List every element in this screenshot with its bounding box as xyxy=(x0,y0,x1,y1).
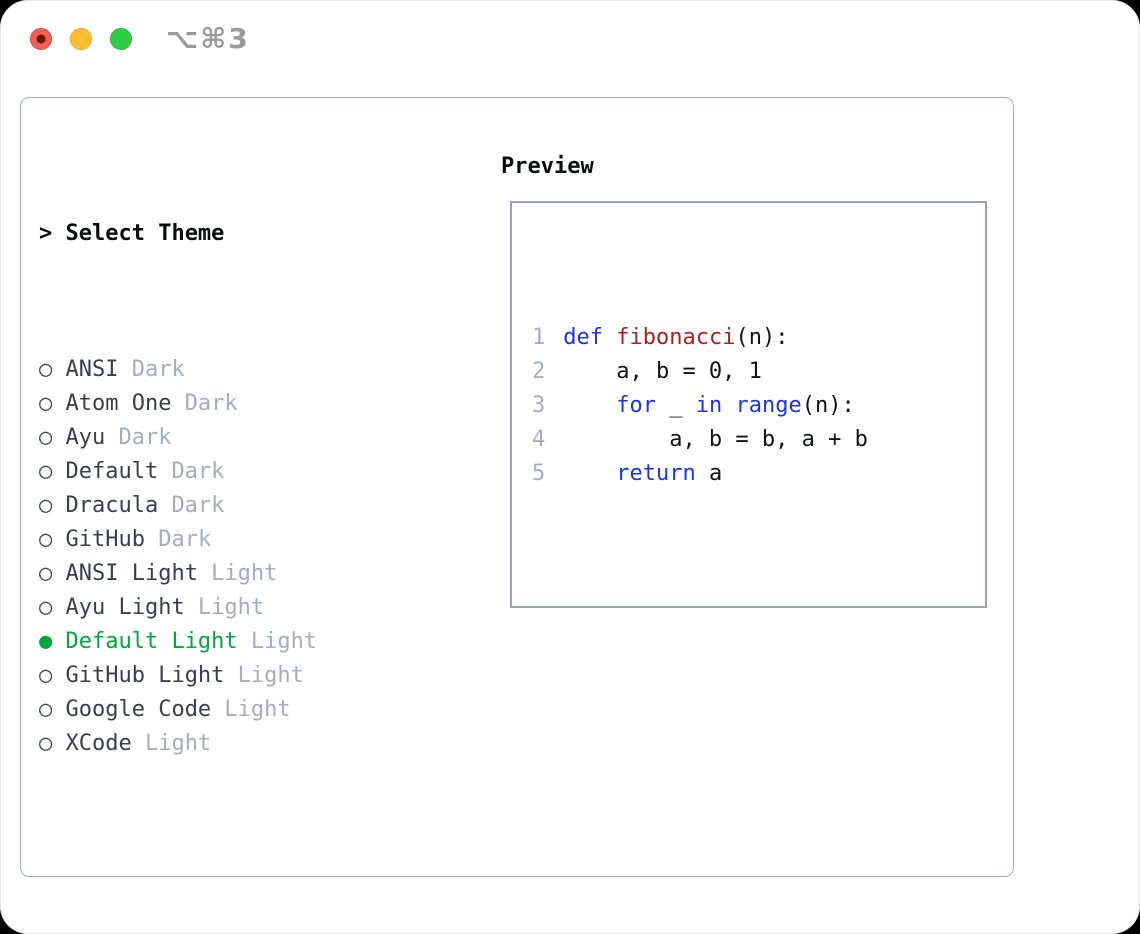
radio-icon: ○ xyxy=(39,731,53,756)
code-token: range xyxy=(735,393,802,418)
code-token: a xyxy=(695,461,723,486)
theme-name: Ayu Light xyxy=(65,595,185,620)
radio-icon: ○ xyxy=(39,425,53,450)
cursor-icon: > xyxy=(39,221,53,246)
line-number: 2 xyxy=(532,359,546,384)
code-line: 4 a, b = b, a + b xyxy=(532,423,985,457)
theme-variant: Dark xyxy=(184,391,238,416)
code-line: 5 return a xyxy=(532,457,985,491)
theme-option[interactable]: ○ XCode Light xyxy=(39,727,469,761)
theme-name: ANSI xyxy=(65,357,119,382)
radio-icon: ○ xyxy=(39,561,53,586)
theme-option[interactable]: ○ Ayu Light Light xyxy=(39,591,469,625)
theme-option[interactable]: ○ Default Dark xyxy=(39,455,469,489)
theme-variant: Light xyxy=(224,697,291,722)
code-token xyxy=(603,325,616,350)
code-line: 2 a, b = 0, 1 xyxy=(532,355,985,389)
radio-icon: ○ xyxy=(39,357,53,382)
theme-name: Atom One xyxy=(65,391,172,416)
theme-name: Google Code xyxy=(65,697,212,722)
code-token xyxy=(722,393,735,418)
select-theme-label: Select Theme xyxy=(65,221,225,246)
theme-name: Dracula xyxy=(65,493,159,518)
theme-option[interactable]: ○ Atom One Dark xyxy=(39,387,469,421)
theme-option[interactable]: ● Default Light Light xyxy=(39,625,469,659)
record-dot-icon xyxy=(36,34,46,44)
code-token: (n): xyxy=(801,393,855,418)
line-number: 3 xyxy=(532,393,546,418)
code-token: (n): xyxy=(735,325,789,350)
code-token xyxy=(563,461,616,486)
theme-variant: Dark xyxy=(171,459,225,484)
theme-name: Ayu xyxy=(65,425,106,450)
theme-option[interactable]: ○ Google Code Light xyxy=(39,693,469,727)
close-button[interactable] xyxy=(30,28,52,50)
theme-variant: Light xyxy=(197,595,265,620)
radio-icon: ○ xyxy=(39,391,53,416)
theme-variant: Light xyxy=(211,561,278,586)
code-token: a, b = 0, 1 xyxy=(563,359,762,384)
theme-option[interactable]: ○ ANSI Light Light xyxy=(39,557,469,591)
theme-name: GitHub xyxy=(65,527,145,552)
theme-name: Default xyxy=(65,459,159,484)
theme-variant: Dark xyxy=(171,493,225,518)
theme-variant: Dark xyxy=(158,527,212,552)
preview-label: Preview xyxy=(501,154,594,179)
theme-name: XCode xyxy=(65,731,132,756)
radio-icon: ○ xyxy=(39,663,53,688)
window-title: ⌥⌘3 xyxy=(166,22,250,55)
blank-line xyxy=(532,559,985,593)
line-number: 5 xyxy=(532,461,546,486)
code-token: for xyxy=(616,393,656,418)
code-token: a, b = b, a + b xyxy=(563,427,868,452)
code-line: 1 def fibonacci(n): xyxy=(532,321,985,355)
code-token: in xyxy=(695,393,723,418)
radio-icon: ○ xyxy=(39,459,53,484)
code-token: return xyxy=(616,461,696,486)
line-number: 1 xyxy=(532,325,546,350)
theme-option[interactable]: ○ ANSI Dark xyxy=(39,353,469,387)
code-token: fibonacci xyxy=(616,325,736,350)
code-token xyxy=(563,393,616,418)
theme-variant: Light xyxy=(250,629,318,654)
theme-name: ANSI Light xyxy=(65,561,198,586)
theme-variant: Dark xyxy=(131,357,185,382)
theme-option[interactable]: ○ Ayu Dark xyxy=(39,421,469,455)
line-number: 4 xyxy=(532,427,546,452)
radio-icon: ○ xyxy=(39,697,53,722)
titlebar: ⌥⌘3 xyxy=(0,0,1140,78)
code-line: 3 for _ in range(n): xyxy=(532,389,985,423)
radio-icon: ○ xyxy=(39,493,53,518)
minimize-button[interactable] xyxy=(70,28,92,50)
spacer xyxy=(39,863,469,897)
theme-option[interactable]: ○ GitHub Dark xyxy=(39,523,469,557)
theme-name: Default Light xyxy=(65,629,238,654)
traffic-lights xyxy=(30,28,132,50)
code-token: _ xyxy=(655,393,696,418)
radio-selected-icon: ● xyxy=(39,629,53,654)
theme-option[interactable]: ○ GitHub Light Light xyxy=(39,659,469,693)
theme-variant: Light xyxy=(237,663,304,688)
theme-variant: Light xyxy=(144,731,212,756)
radio-icon: ○ xyxy=(39,595,53,620)
theme-name: GitHub Light xyxy=(65,663,225,688)
zoom-button[interactable] xyxy=(110,28,132,50)
theme-option[interactable]: ○ Dracula Dark xyxy=(39,489,469,523)
radio-icon: ○ xyxy=(39,527,53,552)
code-token: def xyxy=(563,325,603,350)
theme-variant: Dark xyxy=(118,425,172,450)
select-theme-header: > Select Theme xyxy=(39,217,469,251)
